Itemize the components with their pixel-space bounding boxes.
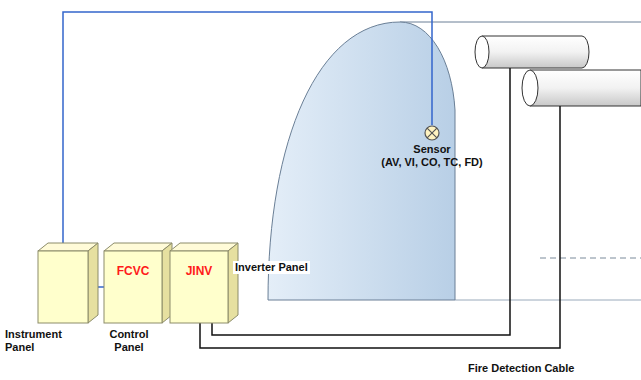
panel-label: Instrument Panel	[5, 328, 62, 354]
instrument-panel: Instrument Panel	[38, 243, 98, 323]
panel-code: FCVC	[104, 265, 162, 278]
panel-code: JINV	[170, 265, 228, 278]
panel-label: Control Panel	[109, 328, 148, 354]
inverter-panel: JINVInverter Panel	[170, 243, 238, 323]
panel-cabinet	[170, 243, 238, 323]
signal-line	[98, 286, 104, 288]
jet-fan	[522, 70, 641, 106]
sensor-symbol: Sensor(AV, VI, CO, TC, FD)	[424, 125, 440, 141]
power-cable	[200, 106, 560, 348]
tunnel-floor-line	[455, 300, 641, 301]
road-center-line	[540, 258, 641, 259]
panel-cabinet	[104, 243, 172, 323]
tunnel-roof-line	[400, 22, 641, 23]
signal-line	[63, 12, 432, 243]
panel-cabinet	[38, 243, 98, 323]
control-panel: FCVCControl Panel	[104, 243, 172, 323]
jet-fan	[475, 36, 589, 68]
cable-label: Fire Detection Cable	[468, 362, 574, 375]
sensor-types: (AV, VI, CO, TC, FD)	[381, 156, 482, 169]
sensor-icon	[424, 125, 440, 141]
power-cable	[212, 68, 510, 335]
panel-label: Inverter Panel	[233, 261, 310, 274]
sensor-label: Sensor	[413, 143, 450, 156]
